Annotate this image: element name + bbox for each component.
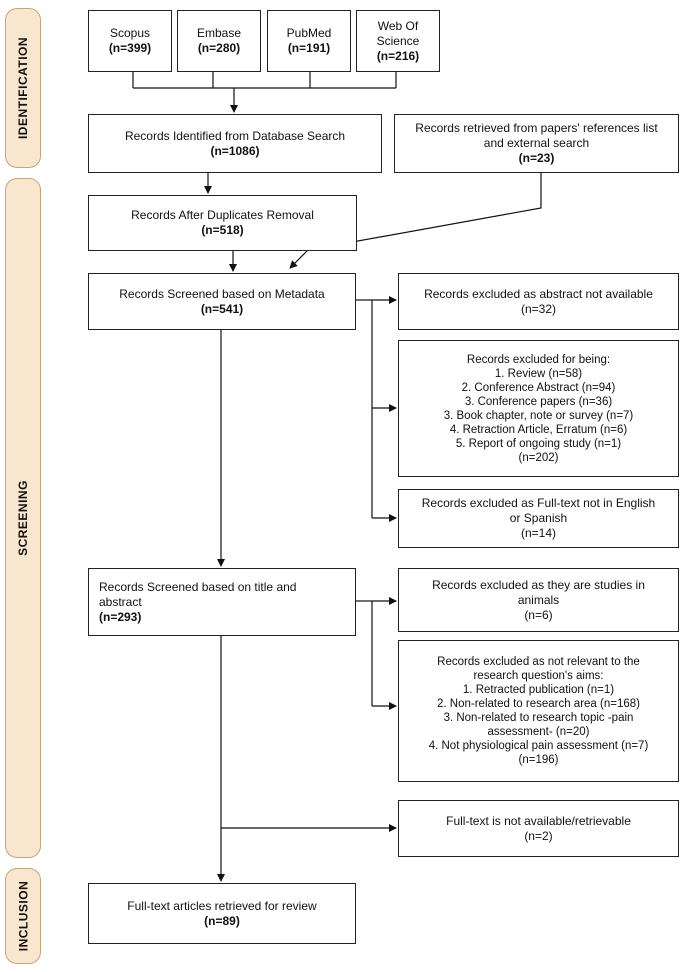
db-box-embase: Embase (n=280) xyxy=(177,10,261,72)
excl-abstract-text: Records excluded as abstract not availab… xyxy=(424,286,653,301)
screened-metadata-count: (n=541) xyxy=(200,301,244,316)
db-count: (n=216) xyxy=(376,48,420,63)
db-box-scopus: Scopus (n=399) xyxy=(88,10,172,72)
identified-text: Records Identified from Database Search xyxy=(124,128,346,143)
excl-being-line: 2. Conference Abstract (n=94) xyxy=(461,381,616,394)
included-text: Full-text articles retrieved for review xyxy=(127,898,317,913)
excl-language-text: Records excluded as Full-text not in Eng… xyxy=(421,496,656,525)
excl-language-box: Records excluded as Full-text not in Eng… xyxy=(398,489,679,548)
db-name: Scopus xyxy=(109,26,151,40)
excl-fulltext-box: Full-text is not available/retrievable (… xyxy=(398,800,679,857)
after-duplicates-box: Records After Duplicates Removal (n=518) xyxy=(88,195,357,251)
db-count: (n=191) xyxy=(287,41,331,55)
screened-title-text: Records Screened based on title and abst… xyxy=(99,579,297,609)
screened-metadata-box: Records Screened based on Metadata (n=54… xyxy=(88,273,356,330)
excl-animals-count: (n=6) xyxy=(524,607,553,622)
after-duplicates-count: (n=518) xyxy=(201,223,244,237)
excl-fulltext-text: Full-text is not available/retrievable xyxy=(446,813,631,828)
excl-relevance-line: 1. Retracted publication (n=1) xyxy=(462,684,615,696)
excl-being-box: Records excluded for being: 1. Review (n… xyxy=(398,340,679,477)
phase-identification: IDENTIFICATION xyxy=(5,8,41,168)
db-count: (n=399) xyxy=(108,41,152,55)
after-duplicates-text: Records After Duplicates Removal xyxy=(131,208,314,222)
excl-being-line: 1. Review (n=58) xyxy=(494,367,583,380)
excl-relevance-box: Records excluded as not relevant to the … xyxy=(398,640,679,782)
db-box-pubmed: PubMed (n=191) xyxy=(267,10,351,72)
identified-count: (n=1086) xyxy=(210,143,260,158)
excl-being-line: 4. Retraction Article, Erratum (n=6) xyxy=(449,423,628,436)
db-name: Embase xyxy=(196,26,242,40)
excl-being-count: (n=202) xyxy=(518,451,559,464)
excl-abstract-box: Records excluded as abstract not availab… xyxy=(398,273,679,330)
identified-box: Records Identified from Database Search … xyxy=(88,114,382,173)
excl-being-line: 5. Report of ongoing study (n=1) xyxy=(455,437,622,450)
excl-language-count: (n=14) xyxy=(520,526,557,540)
excl-fulltext-count: (n=2) xyxy=(524,828,553,843)
db-box-wos: Web Of Science (n=216) xyxy=(356,10,440,72)
excl-relevance-line: 3. Non-related to research topic -pain a… xyxy=(443,712,634,738)
screened-title-count: (n=293) xyxy=(99,609,142,624)
excl-abstract-count: (n=32) xyxy=(520,301,557,316)
db-count: (n=280) xyxy=(197,41,241,55)
excl-relevance-title: Records excluded as not relevant to the … xyxy=(437,656,640,682)
retrieved-refs-text: Records retrieved from papers' reference… xyxy=(415,121,658,150)
excl-being-line: 3. Conference papers (n=36) xyxy=(464,395,613,408)
excl-being-line: 3. Book chapter, note or survey (n=7) xyxy=(443,409,634,422)
excl-animals-text: Records excluded as they are studies in … xyxy=(432,577,645,607)
screened-title-box: Records Screened based on title and abst… xyxy=(88,568,356,636)
db-name: PubMed xyxy=(286,26,332,40)
excl-relevance-count: (n=196) xyxy=(518,754,559,766)
retrieved-refs-box: Records retrieved from papers' reference… xyxy=(394,114,679,173)
db-name: Web Of Science xyxy=(376,18,420,48)
included-count: (n=89) xyxy=(204,913,240,928)
phase-screening: SCREENING xyxy=(5,178,41,858)
screened-metadata-text: Records Screened based on Metadata xyxy=(119,286,325,301)
excl-relevance-line: 4. Not physiological pain assessment (n=… xyxy=(428,740,649,752)
excl-relevance-line: 2. Non-related to research area (n=168) xyxy=(437,698,640,710)
excl-being-title: Records excluded for being: xyxy=(466,353,611,366)
excl-animals-box: Records excluded as they are studies in … xyxy=(398,568,679,632)
phase-inclusion: INCLUSION xyxy=(5,868,41,964)
refs-to-screened-arrow xyxy=(289,173,542,269)
retrieved-refs-count: (n=23) xyxy=(518,151,555,165)
included-box: Full-text articles retrieved for review … xyxy=(88,883,356,944)
